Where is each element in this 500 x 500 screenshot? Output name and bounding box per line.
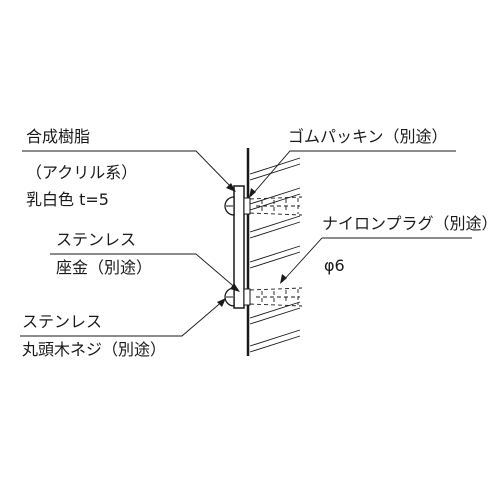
leader-arrowheads bbox=[217, 183, 287, 307]
label-round-head-wood-screw: 丸頭木ネジ（別途） bbox=[22, 340, 167, 359]
leader-lines bbox=[20, 151, 472, 336]
arrow-plug bbox=[280, 274, 287, 284]
label-screw-material: ステンレス bbox=[22, 312, 103, 331]
upper-washer bbox=[244, 198, 250, 214]
wall-hatching bbox=[250, 158, 300, 352]
leader-acrylic bbox=[22, 151, 234, 190]
lower-nylon-plug bbox=[250, 288, 302, 306]
lower-washer bbox=[244, 289, 250, 305]
upper-nylon-plug bbox=[250, 197, 302, 215]
arrow-screw bbox=[217, 298, 226, 307]
leader-washer bbox=[50, 254, 238, 290]
arrow-gasket bbox=[249, 188, 256, 198]
label-acrylic-material: 合成樹脂 bbox=[26, 127, 91, 146]
acrylic-panel bbox=[234, 186, 244, 308]
leader-plug bbox=[282, 238, 472, 282]
arrow-acrylic bbox=[226, 183, 236, 192]
label-plug-diameter: φ6 bbox=[324, 256, 345, 275]
label-acrylic-type: （アクリル系） bbox=[26, 163, 138, 182]
leader-screw bbox=[20, 300, 224, 336]
lower-fastener bbox=[225, 288, 302, 306]
label-washer: 座金（別途） bbox=[56, 258, 153, 277]
label-nylon-plug: ナイロンプラグ（別途） bbox=[322, 214, 498, 233]
label-rubber-gasket: ゴムパッキン（別途） bbox=[288, 127, 448, 146]
arrow-washer bbox=[230, 283, 240, 292]
upper-fastener bbox=[225, 197, 302, 215]
label-acrylic-color-thickness: 乳白色 t=5 bbox=[26, 190, 109, 209]
label-washer-material: ステンレス bbox=[56, 230, 137, 249]
leader-gasket bbox=[251, 151, 456, 196]
